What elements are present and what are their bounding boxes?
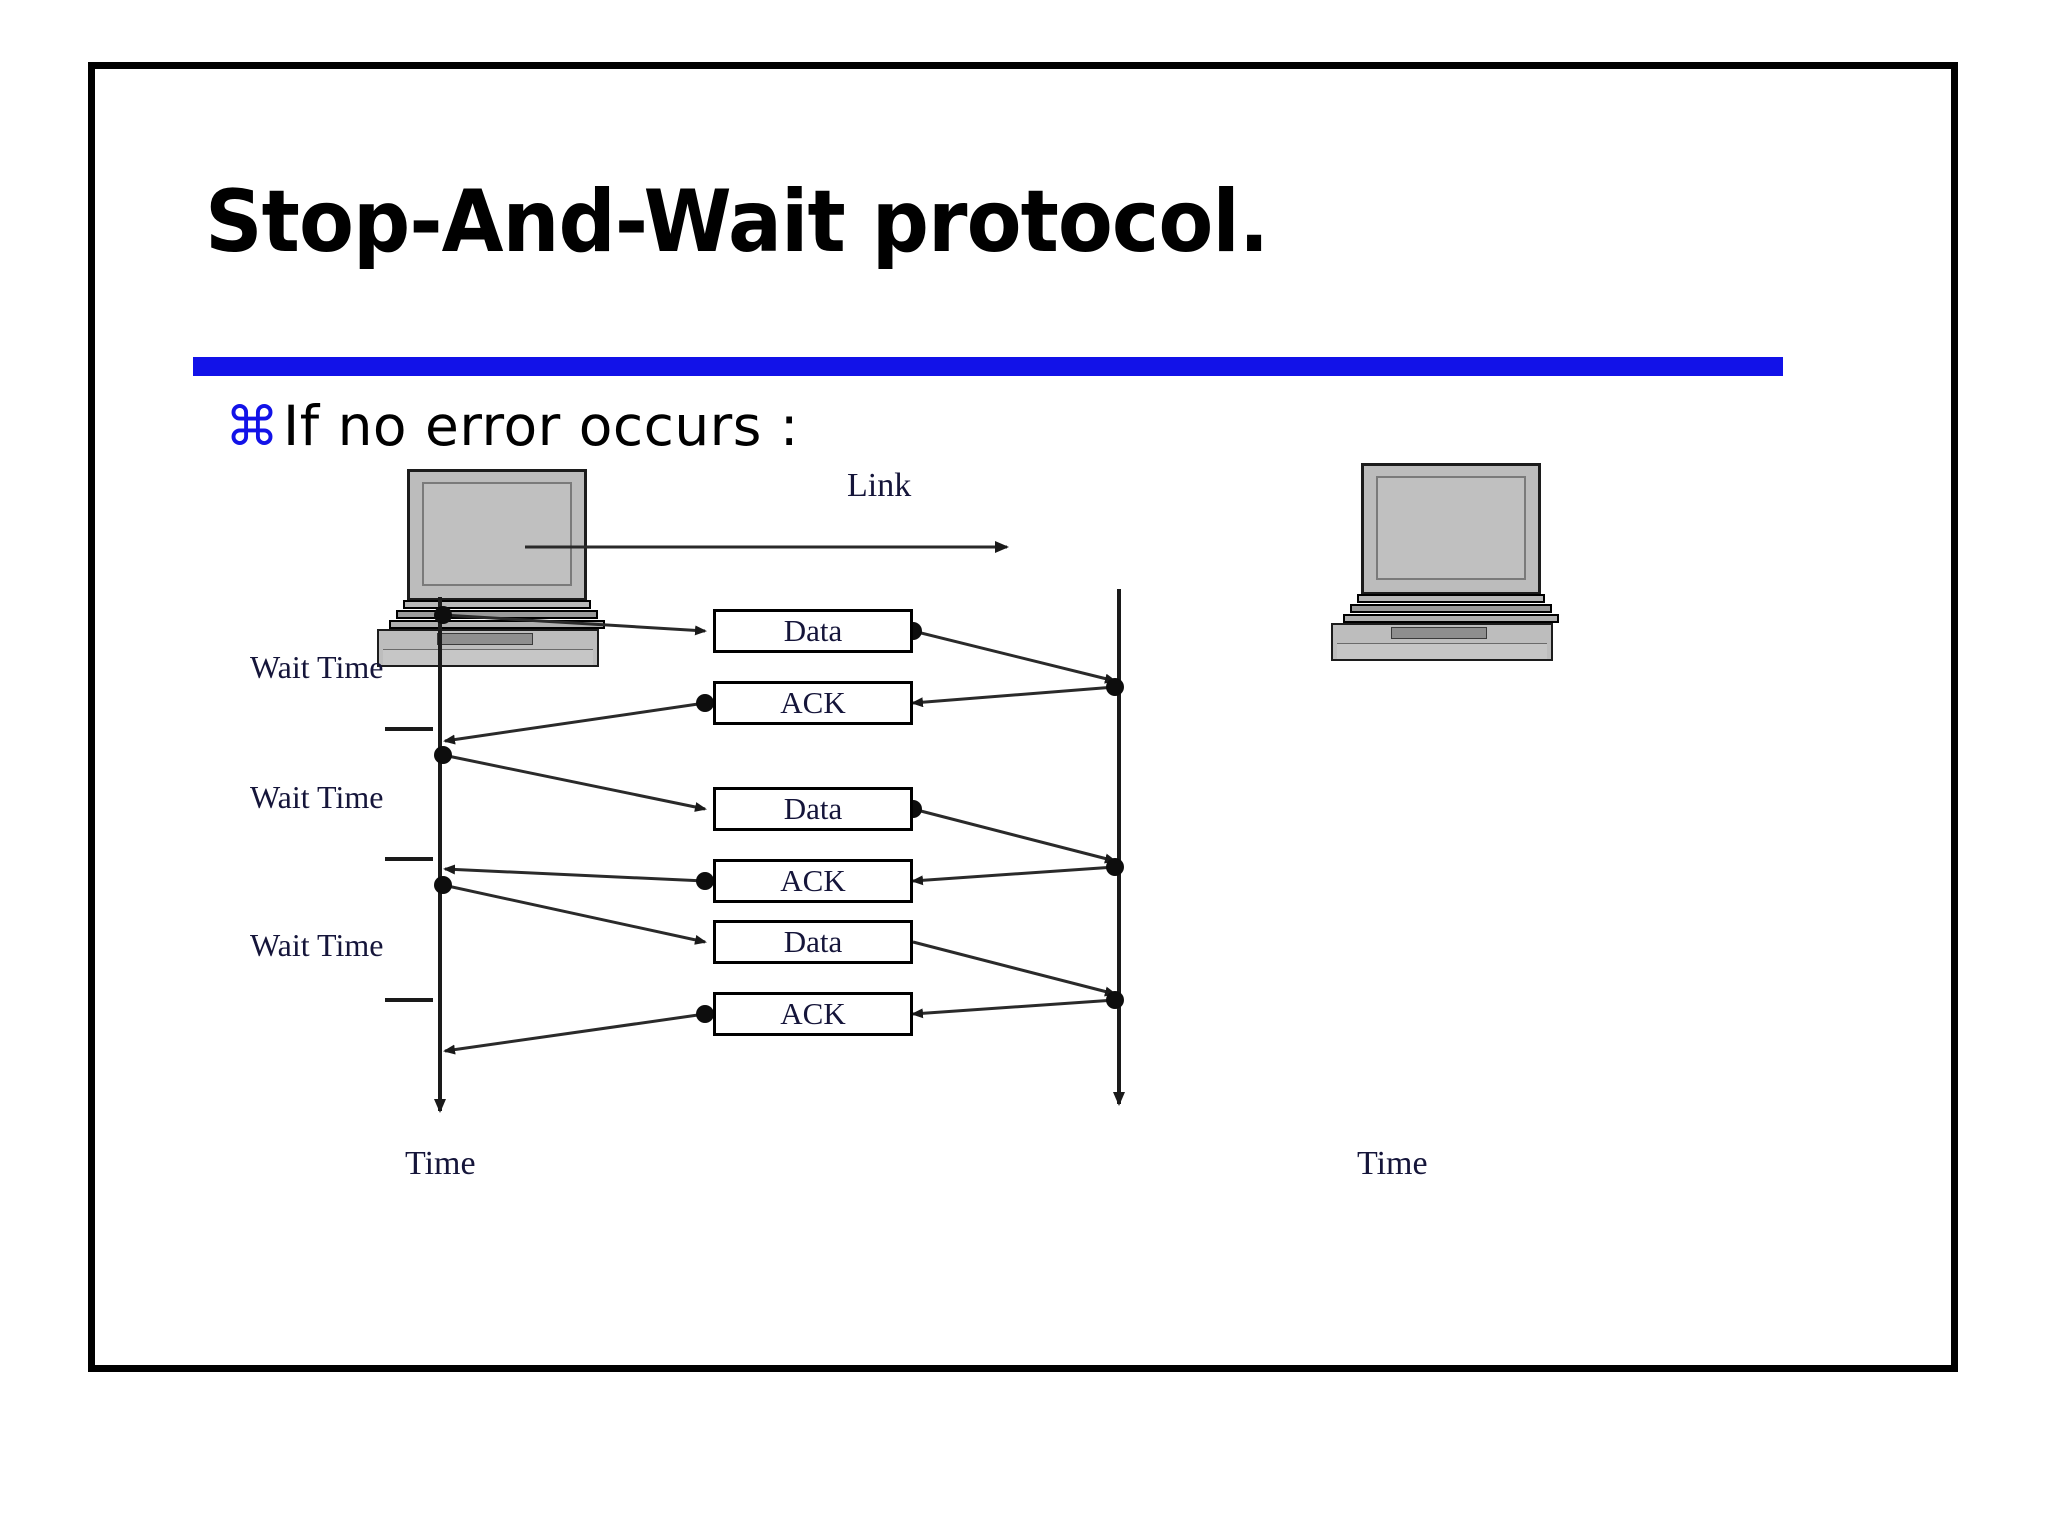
ack-arrow-1-right xyxy=(911,685,1116,708)
data-arrow-2-left xyxy=(442,753,707,812)
sender-time-label: Time xyxy=(405,1145,476,1182)
message-box-data-3[interactable]: Data xyxy=(713,920,913,964)
laptop-front-edge xyxy=(1337,643,1547,659)
bullet-row: ⌘ If no error occurs : xyxy=(225,399,799,454)
data-send-dot-3 xyxy=(434,876,452,894)
message-box-ack-2[interactable]: ACK xyxy=(713,859,913,903)
ack-arrow-1-left xyxy=(443,701,706,745)
title-underline-rule xyxy=(193,357,1783,376)
data-send-dot-1 xyxy=(434,606,452,624)
data-arrow-2-right xyxy=(912,807,1117,864)
data-arrow-3-left xyxy=(442,883,707,945)
laptop-hinge-row-1 xyxy=(403,600,591,609)
ack-arrow-3-right xyxy=(911,998,1116,1019)
ack-arrow-3-left xyxy=(443,1012,706,1055)
laptop-hinge-row-3 xyxy=(1343,614,1559,623)
laptop-lid xyxy=(407,469,587,601)
page-title: Stop-And-Wait protocol. xyxy=(205,172,1269,272)
ack-recv-dot-3 xyxy=(696,1005,714,1023)
ack-send-dot-3 xyxy=(1106,991,1124,1009)
data-arrow-1-right xyxy=(912,629,1117,684)
message-box-ack-3[interactable]: ACK xyxy=(713,992,913,1036)
data-send-dot-2 xyxy=(434,746,452,764)
message-box-data-2[interactable]: Data xyxy=(713,787,913,831)
laptop-base xyxy=(377,629,599,667)
receiver-laptop-icon xyxy=(1327,463,1559,663)
ack-recv-dot-1 xyxy=(696,694,714,712)
laptop-trackpad xyxy=(437,633,533,645)
wait-time-label-3: Wait Time xyxy=(250,927,384,963)
data-arrow-3-right xyxy=(912,940,1117,997)
command-bullet-icon: ⌘ xyxy=(225,395,279,458)
ack-recv-dot-2 xyxy=(696,872,714,890)
sequence-diagram xyxy=(385,541,1125,1113)
sender-laptop-icon xyxy=(373,469,605,669)
ack-send-dot-2 xyxy=(1106,858,1124,876)
laptop-base xyxy=(1331,623,1553,661)
laptop-hinge-row-1 xyxy=(1357,594,1545,603)
laptop-front-edge xyxy=(383,649,593,665)
ack-arrow-2-left xyxy=(443,864,706,883)
bullet-label: If no error occurs : xyxy=(283,394,799,458)
receiver-time-label: Time xyxy=(1357,1145,1428,1182)
laptop-trackpad xyxy=(1391,627,1487,639)
data-arrow-1-left xyxy=(442,613,707,636)
laptop-screen xyxy=(1376,476,1526,580)
message-box-data-1[interactable]: Data xyxy=(713,609,913,653)
laptop-hinge-row-2 xyxy=(1350,604,1552,613)
ack-arrow-2-right xyxy=(911,865,1116,886)
slide-frame: Stop-And-Wait protocol. ⌘ If no error oc… xyxy=(88,62,1958,1372)
laptop-screen xyxy=(422,482,572,586)
wait-time-label-1: Wait Time xyxy=(250,649,384,685)
link-label: Link xyxy=(847,467,912,504)
ack-send-dot-1 xyxy=(1106,678,1124,696)
message-box-ack-1[interactable]: ACK xyxy=(713,681,913,725)
laptop-lid xyxy=(1361,463,1541,595)
wait-time-label-2: Wait Time xyxy=(250,779,384,815)
